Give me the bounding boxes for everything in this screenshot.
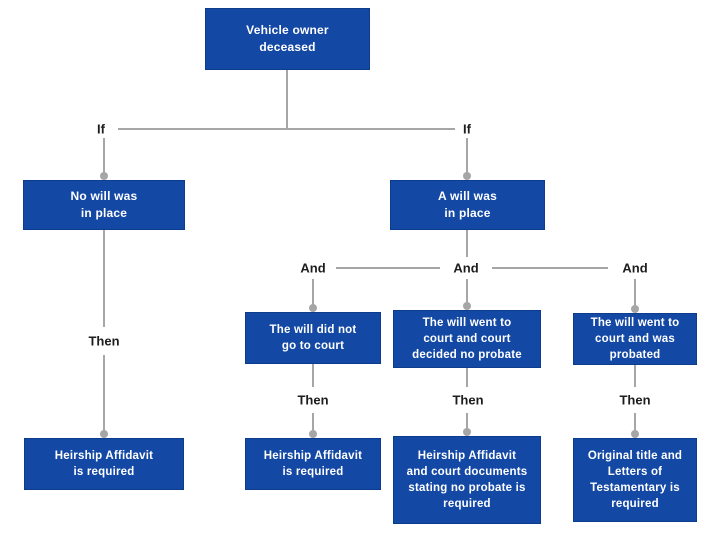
connector-line bbox=[312, 364, 314, 387]
connector-dot bbox=[463, 172, 471, 180]
node-result-heirship-court-docs: Heirship Affidavit and court documents s… bbox=[393, 436, 541, 524]
connector-dot bbox=[631, 305, 639, 313]
node-result-original-title-letters: Original title and Letters of Testamenta… bbox=[573, 438, 697, 522]
connector-line bbox=[492, 267, 608, 269]
connector-dot bbox=[309, 304, 317, 312]
edge-label-and-left: And bbox=[296, 260, 330, 276]
edge-label-if-left: If bbox=[93, 121, 109, 137]
edge-label-then-court-no-probate: Then bbox=[448, 392, 488, 408]
edge-label-then-no-court: Then bbox=[293, 392, 333, 408]
connector-line bbox=[118, 128, 455, 130]
edge-label-then-no-will: Then bbox=[84, 333, 124, 349]
node-result-heirship-affidavit-mid: Heirship Affidavit is required bbox=[245, 438, 381, 490]
connector-line bbox=[634, 413, 636, 432]
node-will-probated: The will went to court and was probated bbox=[573, 313, 697, 365]
connector-line bbox=[466, 368, 468, 387]
edge-label-and-right: And bbox=[618, 260, 652, 276]
connector-dot bbox=[100, 430, 108, 438]
connector-dot bbox=[100, 172, 108, 180]
edge-label-if-right: If bbox=[459, 121, 475, 137]
connector-line bbox=[336, 267, 440, 269]
connector-dot bbox=[463, 428, 471, 436]
node-no-will-in-place: No will was in place bbox=[23, 180, 185, 230]
connector-line bbox=[103, 355, 105, 432]
connector-dot bbox=[463, 302, 471, 310]
node-will-court-no-probate: The will went to court and court decided… bbox=[393, 310, 541, 368]
edge-label-and-mid: And bbox=[449, 260, 483, 276]
connector-line bbox=[634, 365, 636, 387]
connector-line bbox=[466, 230, 468, 257]
connector-line bbox=[634, 279, 636, 307]
connector-dot bbox=[631, 430, 639, 438]
node-result-heirship-affidavit-left: Heirship Affidavit is required bbox=[24, 438, 184, 490]
connector-dot bbox=[309, 430, 317, 438]
connector-line bbox=[312, 279, 314, 306]
connector-line bbox=[466, 413, 468, 430]
connector-line bbox=[103, 230, 105, 327]
connector-line bbox=[466, 138, 468, 174]
connector-line bbox=[103, 138, 105, 174]
node-will-did-not-go-to-court: The will did not go to court bbox=[245, 312, 381, 364]
node-a-will-in-place: A will was in place bbox=[390, 180, 545, 230]
edge-label-then-probated: Then bbox=[615, 392, 655, 408]
node-vehicle-owner-deceased: Vehicle owner deceased bbox=[205, 8, 370, 70]
connector-line bbox=[466, 279, 468, 304]
connector-line bbox=[286, 70, 288, 129]
connector-line bbox=[312, 413, 314, 432]
